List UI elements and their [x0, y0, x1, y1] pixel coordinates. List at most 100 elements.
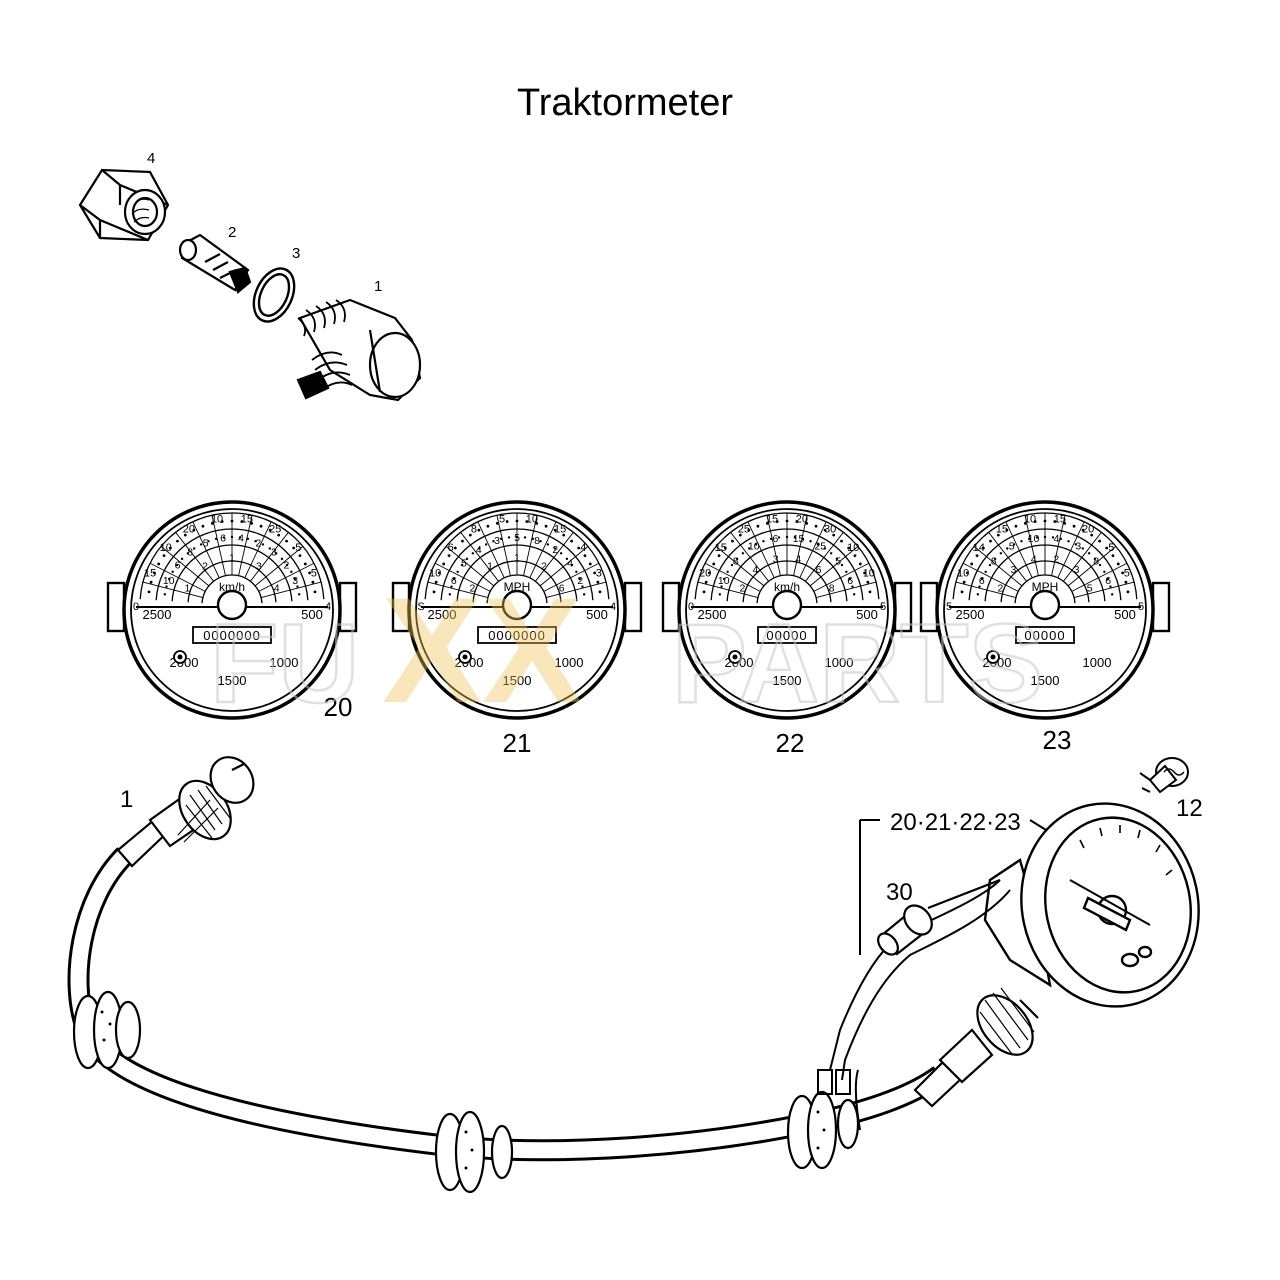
gauge-unit-label: km/h	[219, 580, 245, 594]
gauge-tick	[731, 539, 734, 543]
watermark-logo: FU XX PARTS	[209, 566, 1045, 734]
gauge-tick	[747, 528, 751, 532]
angle-drive-part[interactable]	[296, 298, 422, 402]
cable-grommet	[786, 1090, 860, 1170]
gauge-tick	[765, 521, 769, 525]
gauge-tick	[453, 546, 457, 550]
ring-part[interactable]	[246, 262, 302, 328]
gauge-tick	[814, 524, 818, 528]
gauge-tick	[754, 543, 758, 546]
gauge-tick	[293, 577, 297, 581]
gauge-face	[415, 508, 619, 712]
gauge-scale-label: 10	[847, 542, 859, 554]
gauge-scale-label: 10	[1024, 513, 1036, 525]
gauge-tick	[477, 528, 481, 532]
gauge-scale-label: 5	[295, 542, 301, 554]
gauge-scale-label: 6	[451, 575, 457, 587]
gauge-tick	[988, 563, 992, 567]
bulb-part[interactable]	[1139, 757, 1189, 794]
gauge-tick	[588, 562, 592, 566]
gauge-tick	[712, 562, 716, 566]
cable-end-fitting[interactable]	[116, 749, 262, 868]
gauge-rpm-label: 500	[586, 607, 608, 622]
gauge-tick	[973, 546, 1023, 587]
gauge-scale-label: 5	[835, 555, 841, 567]
gauge-indicator-lamp-dot	[462, 654, 468, 660]
gauge-tick	[715, 546, 765, 587]
gauge-scale-label: 15	[996, 523, 1008, 535]
gauge-odometer-digits: 0000000	[203, 628, 261, 643]
gauge-scale-label: 10	[957, 568, 969, 580]
gauge-tick	[1093, 557, 1097, 561]
gauge-tick	[186, 552, 190, 555]
gauge-tick	[735, 557, 739, 561]
tractormeter-gauge-21[interactable]: 1068510154365435824221126S4MPH2500500200…	[391, 500, 643, 720]
meter-housing[interactable]	[983, 787, 1217, 1023]
bulb-holder-part[interactable]	[874, 878, 1001, 958]
gauge-scale-label: 10	[718, 575, 730, 587]
gauge-indicator-lamp-dot	[177, 654, 183, 660]
gauge-tick	[582, 593, 586, 596]
gauge-tick	[976, 593, 980, 596]
hex-nut-part[interactable]	[78, 168, 170, 242]
gauge-tick	[147, 590, 151, 594]
gauge-indicator-lamp-dot	[732, 654, 738, 660]
gauge-scale-label: 6	[816, 564, 822, 576]
gauge-tick	[766, 515, 781, 576]
gauge-scale-label: 4	[753, 564, 759, 576]
gauge-tick	[486, 524, 490, 528]
gauge-scale-label: 3	[256, 560, 262, 572]
gauge-scale-label: 25	[738, 523, 750, 535]
gauge-tick	[1126, 590, 1130, 594]
gauge-unit-label: km/h	[774, 580, 800, 594]
gauge-tick	[505, 520, 509, 523]
gauge-tick	[853, 554, 857, 558]
gauge-scale-label: 3	[773, 553, 779, 565]
gauge-tick	[260, 581, 322, 598]
gauge-tick	[747, 521, 775, 579]
gauge-tick	[1024, 515, 1039, 576]
tractormeter-gauge-20[interactable]: 15102010152555106856423231213404km/h2500…	[106, 500, 358, 720]
gauge-scale-label: 10	[748, 541, 760, 553]
gauge-tick	[544, 524, 548, 528]
gauge-tick	[840, 563, 844, 567]
gauge-tick	[1074, 543, 1078, 546]
gauge-scale-label: 8	[1093, 555, 1099, 567]
gauge-tick	[989, 539, 992, 543]
gauge-tick	[1012, 543, 1016, 546]
gauge-tick	[730, 563, 734, 567]
gauge-rpm-label: 500	[301, 607, 323, 622]
tractormeter-gauge-22[interactable]: 201525152030101010810615255624346805km/h…	[661, 500, 913, 720]
gauge-tick	[738, 533, 742, 537]
gauge-scale-label: 14	[973, 542, 985, 554]
gauge-scale-label: 10	[163, 575, 175, 587]
gauge-scale-label: 8	[471, 523, 477, 535]
gauge-odometer-window	[757, 626, 817, 644]
tractormeter-gauge-23[interactable]: 1014151015205568510438623423555MPH250050…	[919, 500, 1171, 720]
gauge-scale-label: 15	[144, 568, 156, 580]
gauge-tick	[1103, 570, 1106, 573]
gauge-scale-label: 30	[824, 523, 836, 535]
gauge-tick	[1110, 593, 1114, 596]
gauge-tick	[477, 521, 505, 579]
gauge-tick	[816, 543, 820, 546]
gauge-tick	[993, 557, 997, 561]
gauge-hub	[501, 589, 533, 621]
gauge-scale-label: 10	[211, 513, 223, 525]
gauge-tick	[535, 532, 574, 582]
gauge-hub	[1029, 589, 1061, 621]
gauge-tick	[851, 585, 854, 588]
gauge-scale-label: 2	[469, 582, 475, 594]
gauge-tick	[160, 546, 210, 587]
gauge-scale-label: 8	[991, 555, 997, 567]
gauge-odometer-digits: 0000000	[488, 628, 546, 643]
gauge-tick	[1090, 533, 1094, 537]
cable-gauge-connector[interactable]	[913, 985, 1044, 1108]
gauge-scale-label: 2	[202, 560, 208, 572]
gauge-scale-label: 4	[795, 553, 801, 565]
part-label-angle-drive: 1	[374, 278, 382, 295]
gauges-row: 15102010152555106856423231213404km/h2500…	[106, 500, 1171, 758]
insert-part[interactable]	[178, 233, 252, 294]
gauge-scale-label: 6	[1105, 575, 1111, 587]
gauge-tick	[863, 571, 867, 575]
